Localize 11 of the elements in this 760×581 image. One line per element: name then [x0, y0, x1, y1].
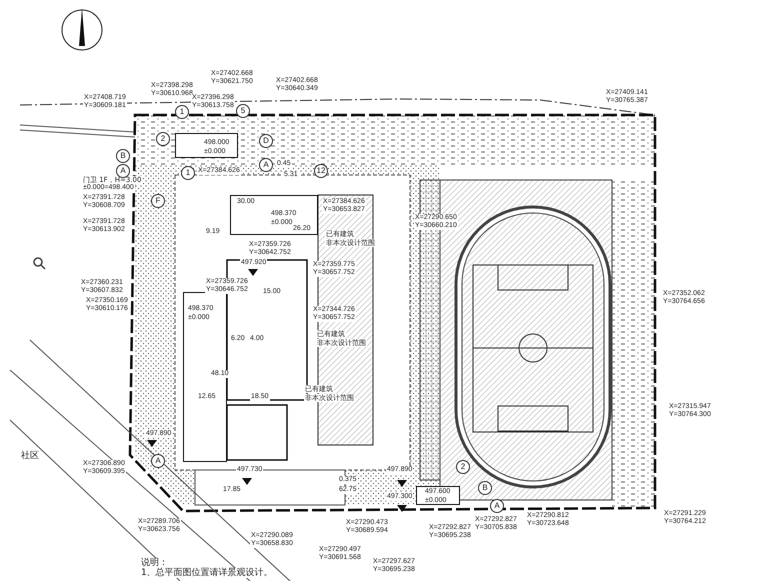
place-name: 社区: [20, 452, 40, 460]
grid-axis-bubble: 1: [175, 105, 189, 119]
notes-heading: 说明：: [140, 558, 169, 568]
grid-axis-bubble: A: [490, 499, 504, 513]
building-outline: [183, 292, 227, 462]
grid-axis-bubble: 5: [236, 104, 250, 118]
grid-axis-bubble: B: [116, 149, 130, 163]
building-outline: [416, 486, 460, 505]
grid-axis-bubble: A: [116, 164, 130, 178]
building-outline: [230, 195, 318, 235]
building-outline: [175, 133, 238, 158]
